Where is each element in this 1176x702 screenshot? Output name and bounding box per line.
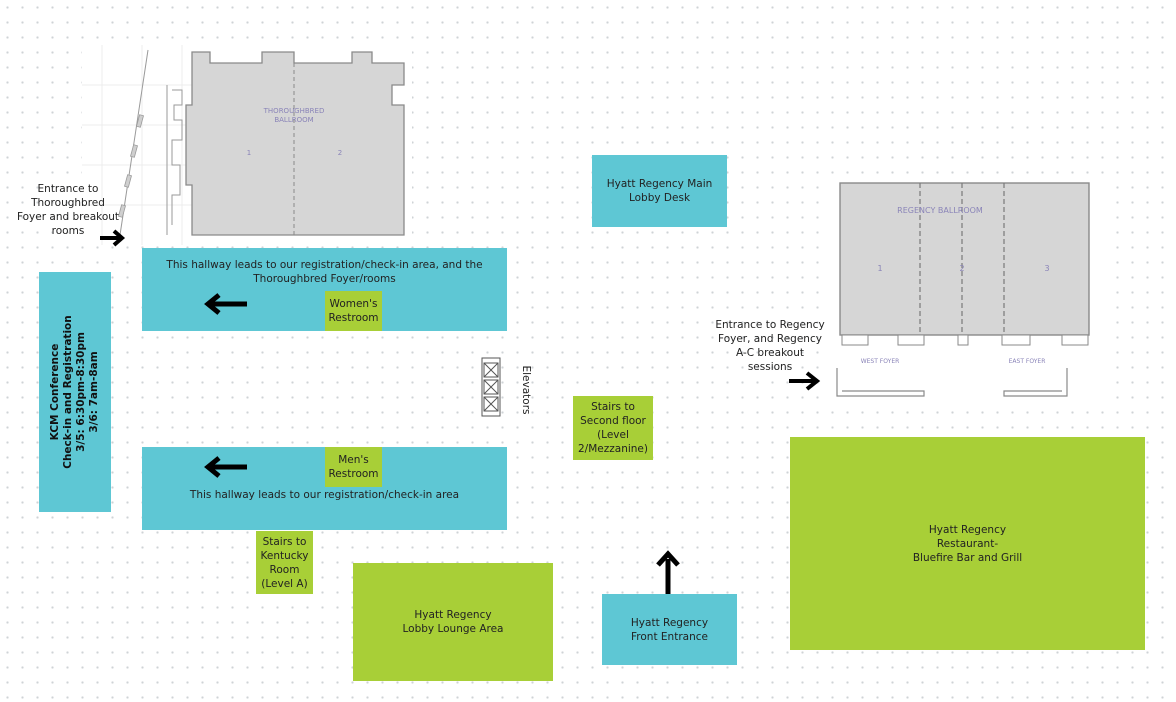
regency-floorplan: REGENCY BALLROOM 1 2 3 WEST FOYER EAST F… — [822, 178, 1104, 406]
arrow-left-icon — [204, 456, 247, 478]
main-lobby-desk: Hyatt Regency Main Lobby Desk — [592, 155, 727, 227]
thoroughbred-section-1: 1 — [247, 149, 251, 157]
thoroughbred-name-line1: THOROUGHBRED — [263, 107, 325, 115]
thoroughbred-floorplan: THOROUGHBRED BALLROOM 1 2 — [82, 45, 412, 245]
womens-restroom: Women's Restroom — [325, 291, 382, 331]
east-foyer-label: EAST FOYER — [1009, 358, 1046, 365]
arrow-up-icon — [656, 550, 680, 594]
arrow-right-icon — [789, 371, 821, 391]
regency-section-1: 1 — [877, 264, 882, 273]
regency-plan-drawing: REGENCY BALLROOM 1 2 3 WEST FOYER EAST F… — [836, 182, 1090, 397]
west-foyer-label: WEST FOYER — [861, 358, 900, 365]
mens-restroom: Men's Restroom — [325, 447, 382, 487]
entrance-thoroughbred-label: Entrance to Thoroughbred Foyer and break… — [16, 183, 120, 237]
hallway-top: This hallway leads to our registration/c… — [142, 248, 507, 331]
registration-box: KCM Conference Check-in and Registration… — [39, 272, 111, 512]
stairs-kentucky-room: Stairs to Kentucky Room (Level A) — [256, 531, 313, 594]
arrow-right-icon — [100, 229, 126, 247]
thoroughbred-name-line2: BALLROOM — [274, 116, 313, 124]
front-entrance: Hyatt Regency Front Entrance — [602, 594, 737, 665]
regency-section-3: 3 — [1044, 264, 1049, 273]
thoroughbred-plan-drawing: THOROUGHBRED BALLROOM 1 2 — [82, 45, 405, 245]
restaurant: Hyatt Regency Restaurant- Bluefire Bar a… — [790, 437, 1145, 650]
entrance-regency-label: Entrance to Regency Foyer, and Regency A… — [715, 319, 825, 373]
hallway-bottom-text: This hallway leads to our registration/c… — [189, 489, 460, 501]
elevator-icon — [481, 357, 501, 417]
regency-section-2: 2 — [959, 264, 964, 273]
thoroughbred-section-2: 2 — [338, 149, 342, 157]
arrow-left-icon — [204, 293, 247, 315]
registration-text: KCM Conference Check-in and Registration… — [49, 315, 100, 469]
elevator-bank — [481, 357, 501, 417]
stairs-second-floor: Stairs to Second floor (Level 2/Mezzanin… — [573, 396, 653, 460]
hallway-bottom: This hallway leads to our registration/c… — [142, 447, 507, 530]
hallway-top-text: This hallway leads to our registration/c… — [166, 259, 483, 285]
elevators-label: Elevators — [520, 365, 532, 415]
lobby-lounge: Hyatt Regency Lobby Lounge Area — [353, 563, 553, 681]
regency-name: REGENCY BALLROOM — [897, 206, 983, 215]
